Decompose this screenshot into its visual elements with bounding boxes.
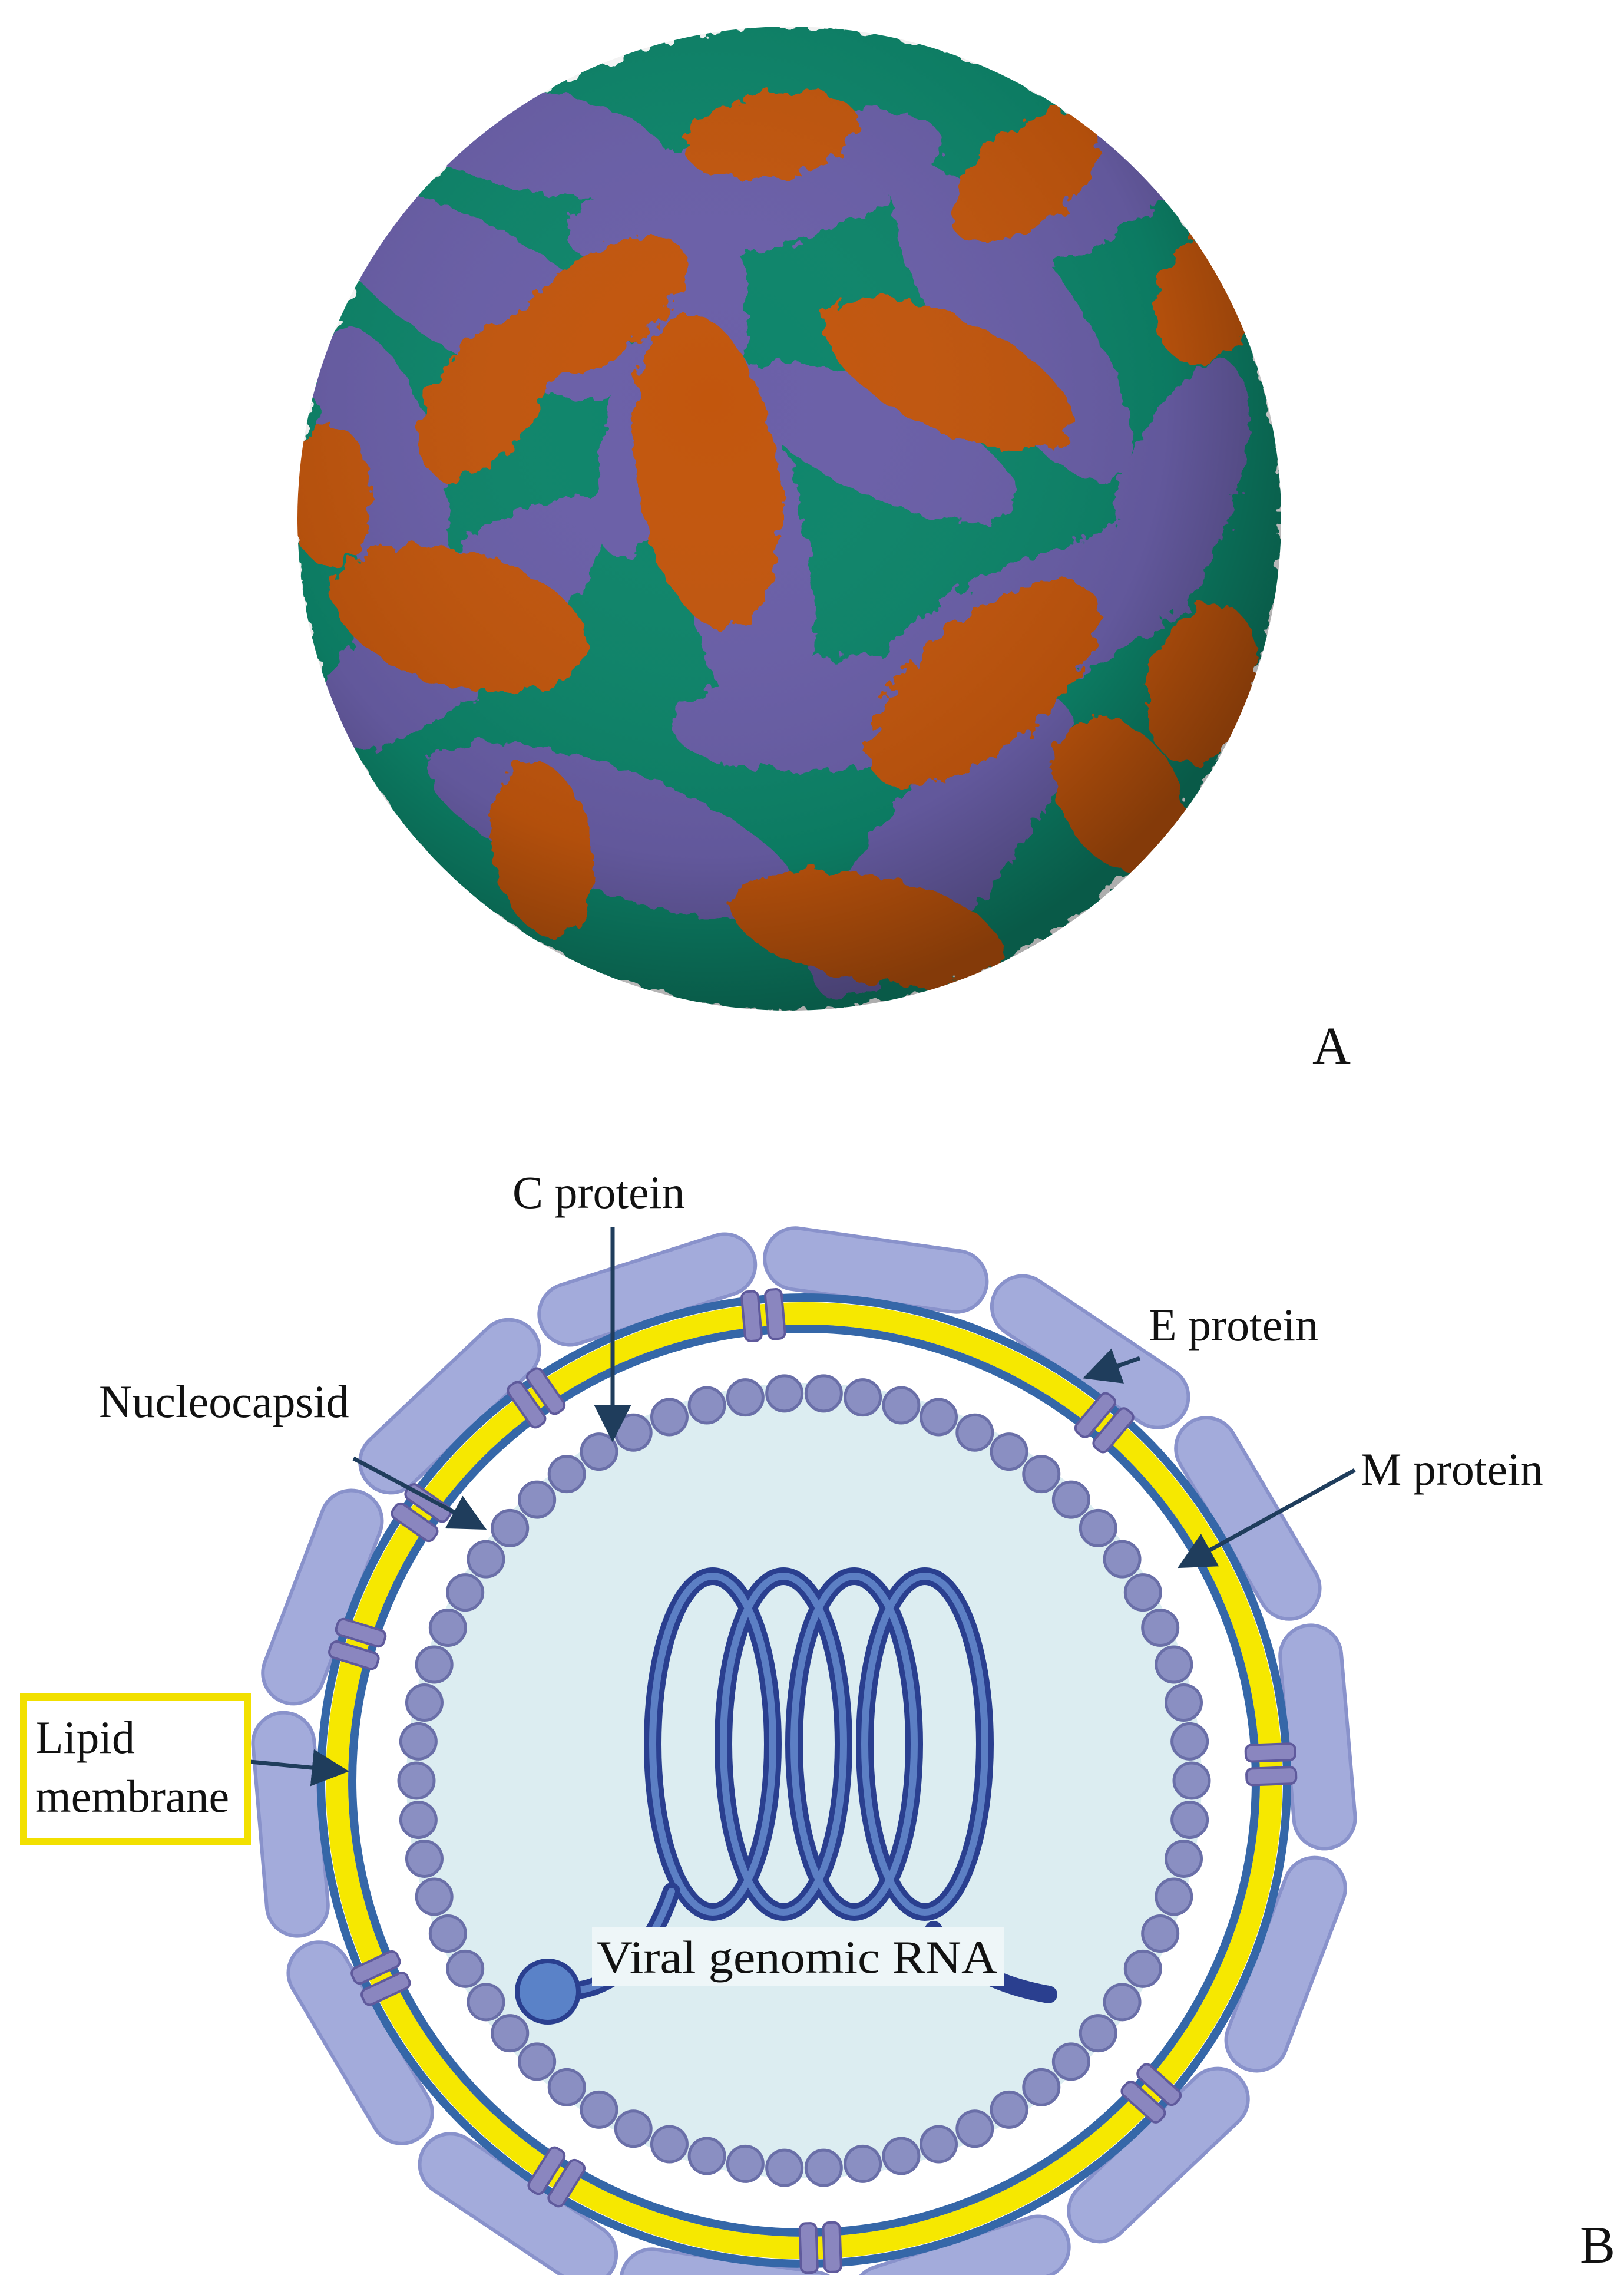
capsid-protein-bead — [1141, 1914, 1180, 1953]
e-protein-layer — [251, 1226, 1357, 2275]
capsid-protein-bead — [1103, 1983, 1142, 2022]
panel-label-a: A — [1312, 1017, 1351, 1075]
capsid-protein-bead — [1172, 1761, 1211, 1800]
capsid-protein-bead — [920, 1398, 958, 1437]
m-protein — [328, 1617, 387, 1670]
capsid-protein-bead — [1170, 1801, 1209, 1840]
capsid-protein-bead — [491, 2014, 530, 2053]
capsid-protein-bead — [882, 1386, 921, 1425]
c-protein-label: C protein — [512, 1167, 684, 1218]
rna-cap-node — [515, 1959, 581, 2025]
capsid-protein-bead — [415, 1877, 454, 1916]
capsid-protein-bead — [428, 1914, 467, 1953]
nucleocapsid-ring — [397, 1374, 1211, 2187]
callout-arrows — [250, 1227, 1356, 1787]
capsid-protein-bead — [1123, 1949, 1162, 1988]
capsid-protein-bead — [491, 1508, 530, 1547]
capsid-protein-bead — [844, 1378, 882, 1417]
capsid-protein-bead — [1165, 1683, 1203, 1722]
capsid-protein-bead — [547, 2068, 586, 2106]
capsid-protein-bead — [1022, 2068, 1061, 2106]
lipid-membrane-arrow — [250, 1749, 349, 1787]
capsid-protein-bead — [804, 2148, 843, 2187]
lipid-label-line1: Lipid — [35, 1712, 135, 1763]
capsid-protein-bead — [446, 1949, 485, 1988]
capsid-protein-bead — [397, 1761, 436, 1800]
capsid-protein-bead — [1141, 1609, 1180, 1647]
capsid-protein-bead — [990, 2090, 1028, 2129]
capsid-protein-bead — [580, 1432, 618, 1471]
m-protein-arrow — [1177, 1468, 1356, 1569]
nucleocapsid-arrow — [352, 1456, 487, 1530]
nucleocapsid-label: Nucleocapsid — [99, 1376, 349, 1427]
panel-label-b: B — [1580, 2216, 1615, 2274]
capsid-protein-bead — [405, 1683, 444, 1722]
capsid-protein-bead — [804, 1374, 843, 1413]
capsid-protein-bead — [955, 2109, 994, 2148]
capsid-protein-bead — [765, 2148, 804, 2187]
capsid-protein-bead — [428, 1609, 467, 1647]
capsid-protein-bead — [882, 2137, 921, 2175]
capsid-protein-bead — [614, 1413, 653, 1452]
m-protein — [1244, 1742, 1298, 1787]
m-protein — [350, 1950, 411, 2006]
capsid-protein-bead — [1123, 1573, 1162, 1612]
capsid-protein-bead — [1155, 1877, 1193, 1916]
capsid-protein-bead — [650, 1398, 689, 1437]
m-protein-layer — [328, 1288, 1298, 2274]
capsid-protein-bead — [415, 1645, 454, 1684]
virion-schematic: Viral genomic RNA — [251, 1226, 1357, 2275]
capsid-protein-bead — [399, 1722, 438, 1761]
viral-rna-coil — [554, 1567, 1057, 2003]
m-protein — [1074, 1392, 1135, 1454]
capsid-protein-bead — [518, 2042, 557, 2081]
m-protein — [507, 1367, 566, 1429]
capsid-protein-bead — [1079, 1508, 1117, 1547]
m-protein — [798, 2221, 842, 2274]
capsid-protein-bead — [405, 1839, 444, 1878]
lipid-label-line2: membrane — [35, 1771, 229, 1822]
capsid-protein-bead — [614, 2109, 653, 2148]
capsid-protein-bead — [726, 2144, 765, 2183]
capsid-protein-bead — [1165, 1839, 1203, 1878]
capsid-protein-bead — [1103, 1540, 1142, 1579]
rna-label: Viral genomic RNA — [597, 1931, 997, 1983]
e-protein-arrow — [1083, 1348, 1141, 1384]
m-protein — [740, 1288, 786, 1342]
capsid-protein-bead — [467, 1540, 505, 1579]
capsid-protein-bead — [1079, 2014, 1117, 2053]
capsid-protein-bead — [687, 2137, 726, 2175]
capsid-protein-bead — [580, 2090, 618, 2129]
capsid-protein-bead — [467, 1983, 505, 2022]
virion-surface-model — [297, 27, 1281, 1011]
capsid-protein-bead — [1051, 1480, 1090, 1519]
capsid-protein-bead — [1155, 1645, 1193, 1684]
rna-label-background — [592, 1927, 1004, 1986]
capsid-protein-bead — [920, 2125, 958, 2164]
capsid-protein-bead — [1022, 1455, 1061, 1494]
capsid-protein-bead — [399, 1801, 438, 1840]
lipid-membrane-box — [20, 1693, 251, 1845]
m-protein — [527, 2146, 586, 2208]
m-protein-label: M protein — [1361, 1444, 1543, 1495]
capsid-protein-bead — [446, 1573, 485, 1612]
capsid-protein-bead — [687, 1386, 726, 1425]
capsid-protein-bead — [765, 1374, 804, 1413]
capsid-protein-bead — [518, 1480, 557, 1519]
capsid-protein-bead — [650, 2125, 689, 2164]
capsid-protein-bead — [990, 1432, 1028, 1471]
capsid-protein-bead — [547, 1455, 586, 1494]
capsid-protein-bead — [1051, 2042, 1090, 2081]
m-protein — [1120, 2063, 1182, 2124]
capsid-protein-bead — [1170, 1722, 1209, 1761]
capsid-protein-bead — [726, 1378, 765, 1417]
capsid-protein-bead — [955, 1413, 994, 1452]
e-protein-label: E protein — [1149, 1299, 1318, 1351]
capsid-protein-bead — [844, 2144, 882, 2183]
